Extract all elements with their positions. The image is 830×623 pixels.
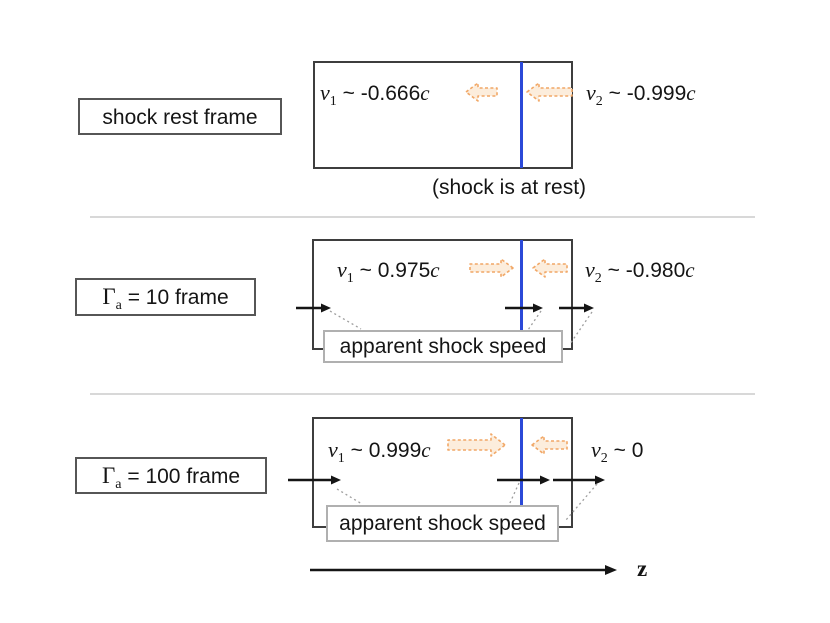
velocity-symbol: v xyxy=(320,80,330,105)
shock-at-rest-caption: (shock is at rest) xyxy=(432,176,587,199)
frame-symbol-subscript: a xyxy=(115,477,122,493)
frame-label-shock-rest-frame: shock rest frame xyxy=(78,98,282,135)
velocity-label-v2-panel1: v2 ~ -0.999c xyxy=(586,80,696,110)
approx-symbol: ~ xyxy=(350,439,363,462)
frame-label-text: = 10 frame xyxy=(127,286,229,309)
velocity-value: 0 xyxy=(631,439,644,462)
velocity-symbol: v xyxy=(337,257,347,282)
velocity-label-v1-panel3: v1 ~ 0.999c xyxy=(328,437,431,467)
frame-symbol: Γ xyxy=(101,463,116,488)
frame-label-text: shock rest frame xyxy=(102,106,258,129)
velocity-value: -0.980 xyxy=(625,259,686,282)
medium-box-panel1 xyxy=(313,61,573,169)
frame-label-gamma-10: Γa = 10 frame xyxy=(75,278,256,316)
velocity-unit: c xyxy=(420,81,430,105)
velocity-label-v1-panel2: v1 ~ 0.975c xyxy=(337,257,440,287)
velocity-subscript: 1 xyxy=(329,94,337,110)
shock-front-line-panel3 xyxy=(520,418,523,505)
approx-symbol: ~ xyxy=(359,259,372,282)
velocity-symbol: v xyxy=(328,437,338,462)
frame-symbol-subscript: a xyxy=(115,298,122,314)
arrowhead-icon xyxy=(584,303,594,313)
panel-divider xyxy=(90,216,755,218)
velocity-unit: c xyxy=(686,81,696,105)
frame-label-text: = 100 frame xyxy=(127,465,240,488)
velocity-unit: c xyxy=(685,258,695,282)
velocity-subscript: 1 xyxy=(337,451,345,467)
velocity-value: -0.999 xyxy=(626,82,687,105)
velocity-symbol: v xyxy=(591,437,601,462)
velocity-value: 0.975 xyxy=(377,259,431,282)
frame-symbol: Γ xyxy=(102,284,116,309)
shock-front-line-panel1 xyxy=(520,62,523,168)
velocity-subscript: 2 xyxy=(595,94,603,110)
arrowhead-icon xyxy=(605,565,617,575)
z-axis-label: z xyxy=(637,556,648,581)
apparent-shock-speed-callout-panel3: apparent shock speed xyxy=(326,505,559,542)
panel-divider xyxy=(90,393,755,395)
velocity-value: -0.666 xyxy=(360,82,421,105)
velocity-subscript: 2 xyxy=(594,271,602,287)
approx-symbol: ~ xyxy=(608,82,621,105)
arrowhead-icon xyxy=(595,475,605,485)
velocity-value: 0.999 xyxy=(368,439,422,462)
velocity-subscript: 1 xyxy=(346,271,354,287)
approx-symbol: ~ xyxy=(613,439,626,462)
velocity-unit: c xyxy=(421,438,431,462)
velocity-symbol: v xyxy=(586,80,596,105)
velocity-label-v2-panel3: v2 ~ 0 xyxy=(591,437,643,467)
approx-symbol: ~ xyxy=(342,82,355,105)
velocity-label-v1-panel1: v1 ~ -0.666c xyxy=(320,80,430,110)
frame-label-gamma-100: Γa = 100 frame xyxy=(75,457,267,494)
velocity-label-v2-panel2: v2 ~ -0.980c xyxy=(585,257,695,287)
velocity-subscript: 2 xyxy=(600,451,608,467)
approx-symbol: ~ xyxy=(607,259,620,282)
callout-connector-line xyxy=(569,311,593,345)
velocity-unit: c xyxy=(430,258,440,282)
shock-front-line-panel2 xyxy=(520,240,523,331)
apparent-shock-speed-callout-panel2: apparent shock speed xyxy=(323,330,563,363)
velocity-symbol: v xyxy=(585,257,595,282)
